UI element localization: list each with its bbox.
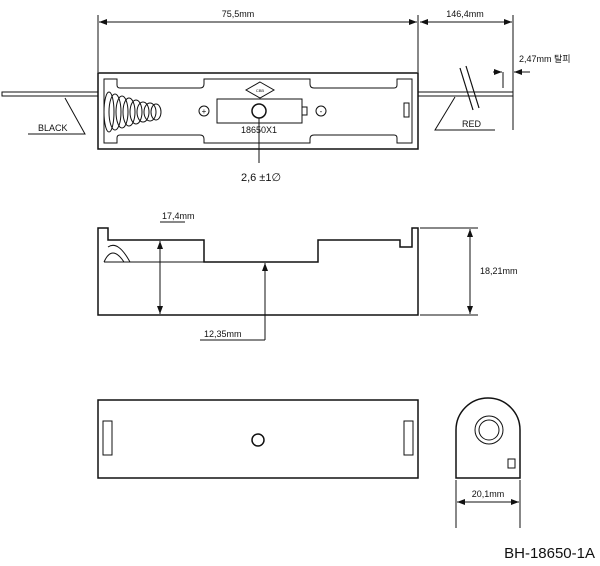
minus-label: - bbox=[320, 107, 323, 116]
top-view bbox=[1, 15, 530, 163]
length-label: 75,5mm bbox=[222, 9, 255, 19]
end-view bbox=[455, 397, 521, 528]
logo bbox=[244, 81, 276, 99]
inner-height-label: 17,4mm bbox=[162, 211, 195, 221]
side-view bbox=[97, 221, 478, 341]
side-profile bbox=[97, 227, 419, 316]
plus-label: + bbox=[202, 107, 207, 116]
black-label: BLACK bbox=[38, 123, 68, 133]
width-label: 20,1mm bbox=[472, 489, 505, 499]
cell-label: 18650X1 bbox=[241, 125, 277, 135]
strip-label: 2,47mm 탈피 bbox=[519, 54, 571, 64]
red-label: RED bbox=[462, 119, 482, 129]
black-wire bbox=[1, 91, 99, 97]
total-height-label: 18,21mm bbox=[480, 266, 518, 276]
hole bbox=[251, 103, 267, 119]
logo-text: CBB bbox=[256, 88, 265, 93]
spring bbox=[103, 91, 162, 133]
bottom-view bbox=[97, 399, 419, 479]
red-wire bbox=[417, 91, 514, 97]
floor-height-label: 12,35mm bbox=[204, 329, 242, 339]
holder-outline bbox=[97, 72, 419, 150]
model-label: BH-18650-1A bbox=[504, 545, 595, 562]
hole-label: 2,6 ±1∅ bbox=[241, 172, 281, 184]
wire-length-label: 146,4mm bbox=[446, 9, 484, 19]
